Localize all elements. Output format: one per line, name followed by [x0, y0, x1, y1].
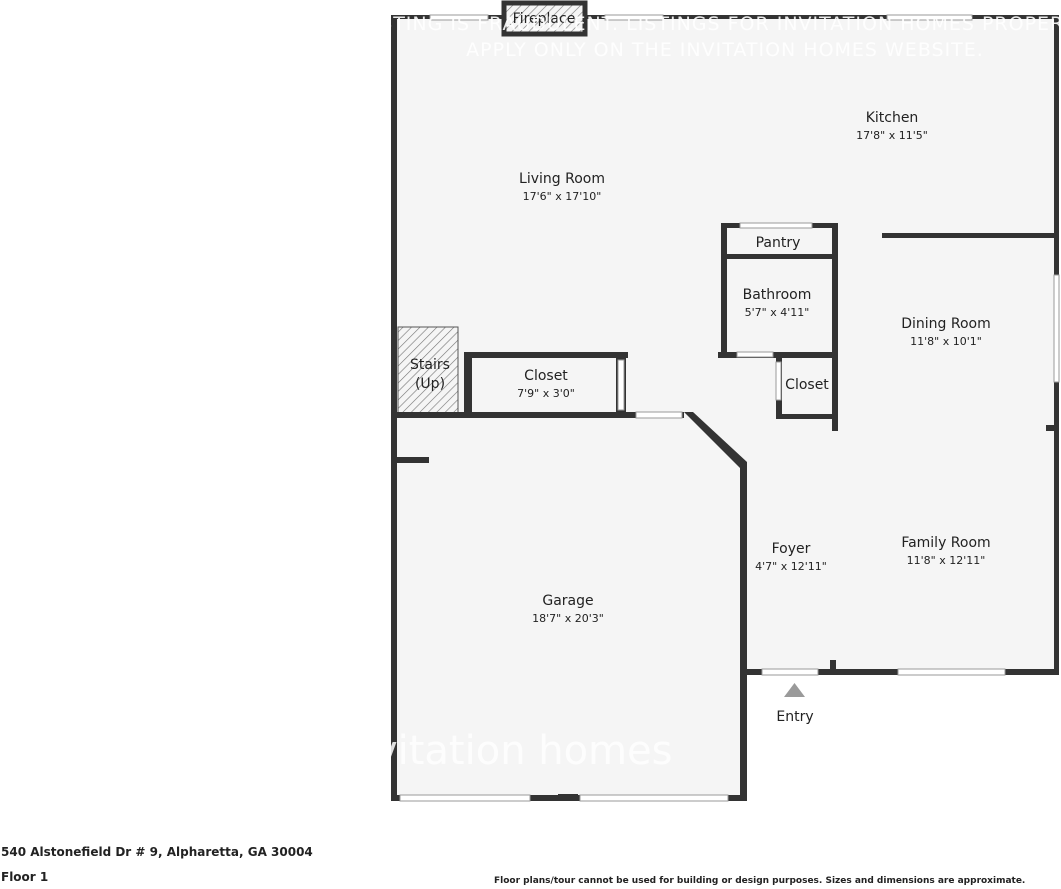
windows [399, 14, 1060, 802]
stairs-label-1: Stairs [410, 357, 450, 373]
pantry-name: Pantry [756, 235, 801, 251]
address: 540 Alstonefield Dr # 9, Alpharetta, GA … [1, 845, 313, 859]
family-room-dim: 11'8" x 12'11" [907, 554, 986, 567]
entry-label: Entry [776, 709, 813, 725]
dining-room-name: Dining Room [901, 316, 991, 332]
disclaimer: Floor plans/tour cannot be used for buil… [494, 876, 1026, 886]
garage-name: Garage [542, 593, 593, 609]
closet-2-name: Closet [785, 377, 829, 393]
family-room-name: Family Room [901, 535, 990, 551]
floor-area [393, 16, 1058, 800]
closet-name: Closet [524, 368, 568, 384]
floor-plan: Fireplace S LISTING IS FRAUDULENT. LISTI… [337, 0, 1061, 802]
foyer-dim: 4'7" x 12'11" [755, 560, 827, 573]
fireplace [501, 0, 588, 37]
kitchen-dim: 17'8" x 11'5" [856, 129, 928, 142]
entry-arrow-icon [784, 683, 805, 697]
garage-dim: 18'7" x 20'3" [532, 612, 604, 625]
watermark-top-line1: S LISTING IS FRAUDULENT. LISTINGS FOR IN… [342, 13, 1061, 35]
floor-label: Floor 1 [1, 870, 49, 884]
dining-room-dim: 11'8" x 10'1" [910, 335, 982, 348]
closet-dim: 7'9" x 3'0" [517, 387, 575, 400]
watermark-logo: invitation homes [337, 728, 672, 774]
foyer-name: Foyer [772, 541, 811, 557]
bathroom-name: Bathroom [743, 287, 812, 303]
bathroom-dim: 5'7" x 4'11" [745, 306, 810, 319]
kitchen-name: Kitchen [866, 110, 919, 126]
fireplace-label: Fireplace [513, 11, 576, 27]
stairs-label-2: (Up) [415, 376, 445, 392]
living-room-dim: 17'6" x 17'10" [523, 190, 602, 203]
living-room-name: Living Room [519, 171, 605, 187]
stairs-area [397, 326, 459, 415]
watermark-top-line2: APPLY ONLY ON THE INVITATION HOMES WEBSI… [466, 39, 984, 61]
